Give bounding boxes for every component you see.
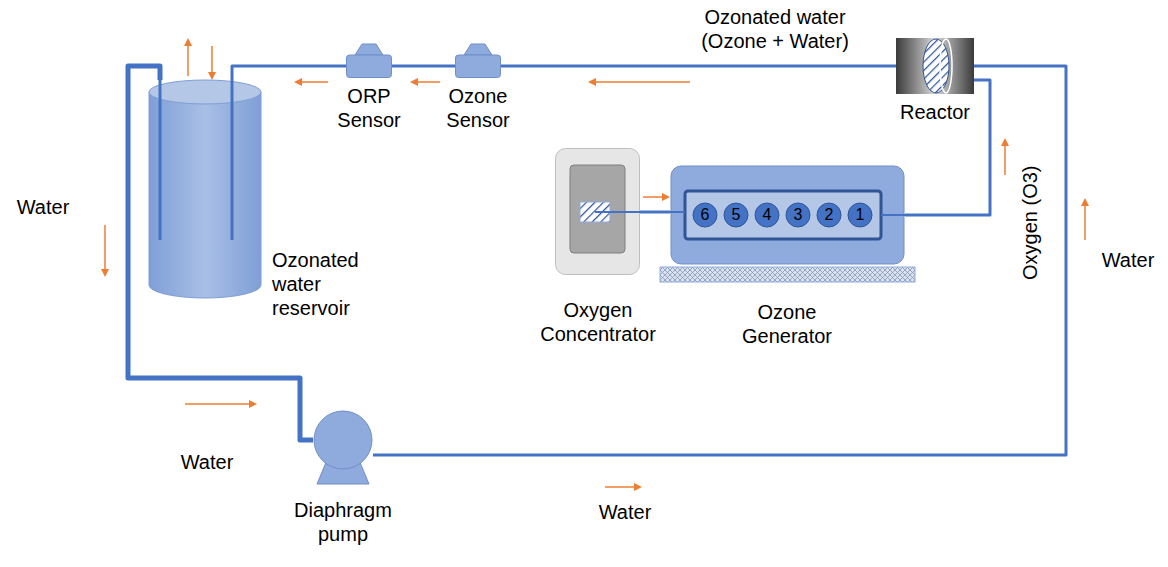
diaphragm-pump: Diaphragm pump <box>313 410 373 470</box>
flow-label: Water <box>8 195 78 219</box>
water-pipe <box>392 65 455 68</box>
conc-outline <box>555 148 640 275</box>
cell-number: 6 <box>692 202 718 228</box>
cyl-outline <box>148 80 262 300</box>
flow-label: Water <box>590 500 660 524</box>
electrode-cell: 5 <box>723 202 749 228</box>
electrode-cell: 3 <box>785 202 811 228</box>
electrode-cell: 2 <box>816 202 842 228</box>
sensor-outline <box>455 44 501 78</box>
ozone-sensor: Ozone Sensor <box>455 44 501 78</box>
component-label: Ozone Generator <box>727 300 847 348</box>
water-pipe <box>373 66 1066 455</box>
water-pipe <box>232 66 346 80</box>
cell-number: 2 <box>816 202 842 228</box>
component-label: ORP Sensor <box>329 84 409 132</box>
flow-label: Water <box>1095 248 1161 272</box>
reactor: Reactor <box>896 38 974 94</box>
oxygen-concentrator: Oxygen Concentrator <box>555 148 640 275</box>
water-pipe <box>501 65 896 68</box>
cell-number: 4 <box>754 202 780 228</box>
water-pipe <box>640 211 670 214</box>
ozone-generator: Ozone Generator654321 <box>670 165 905 265</box>
electrode-cell: 6 <box>692 202 718 228</box>
generator-base <box>660 267 915 282</box>
flow-label: Water <box>172 450 242 474</box>
pump-outline <box>313 410 373 470</box>
flow-arrows <box>105 40 1085 487</box>
cell-number: 5 <box>723 202 749 228</box>
sensor-outline <box>346 44 392 78</box>
component-label: Ozone Sensor <box>438 84 518 132</box>
component-label: Diaphragm pump <box>288 498 398 546</box>
component-label: Oxygen Concentrator <box>523 298 673 346</box>
water-pipe <box>905 80 990 215</box>
component-label: Ozonated water reservoir <box>272 248 372 320</box>
flow-label: Ozonated water (Ozone + Water) <box>690 5 860 53</box>
component-label: Reactor <box>885 100 985 124</box>
electrode-cell: 1 <box>847 202 873 228</box>
cell-number: 3 <box>785 202 811 228</box>
electrode-cell: 4 <box>754 202 780 228</box>
orp-sensor: ORP Sensor <box>346 44 392 78</box>
water-reservoir: Ozonated water reservoir <box>148 80 262 300</box>
cell-number: 1 <box>847 202 873 228</box>
flow-label: Oxygen (O3) <box>1018 170 1042 280</box>
reactor-outline <box>896 38 974 94</box>
